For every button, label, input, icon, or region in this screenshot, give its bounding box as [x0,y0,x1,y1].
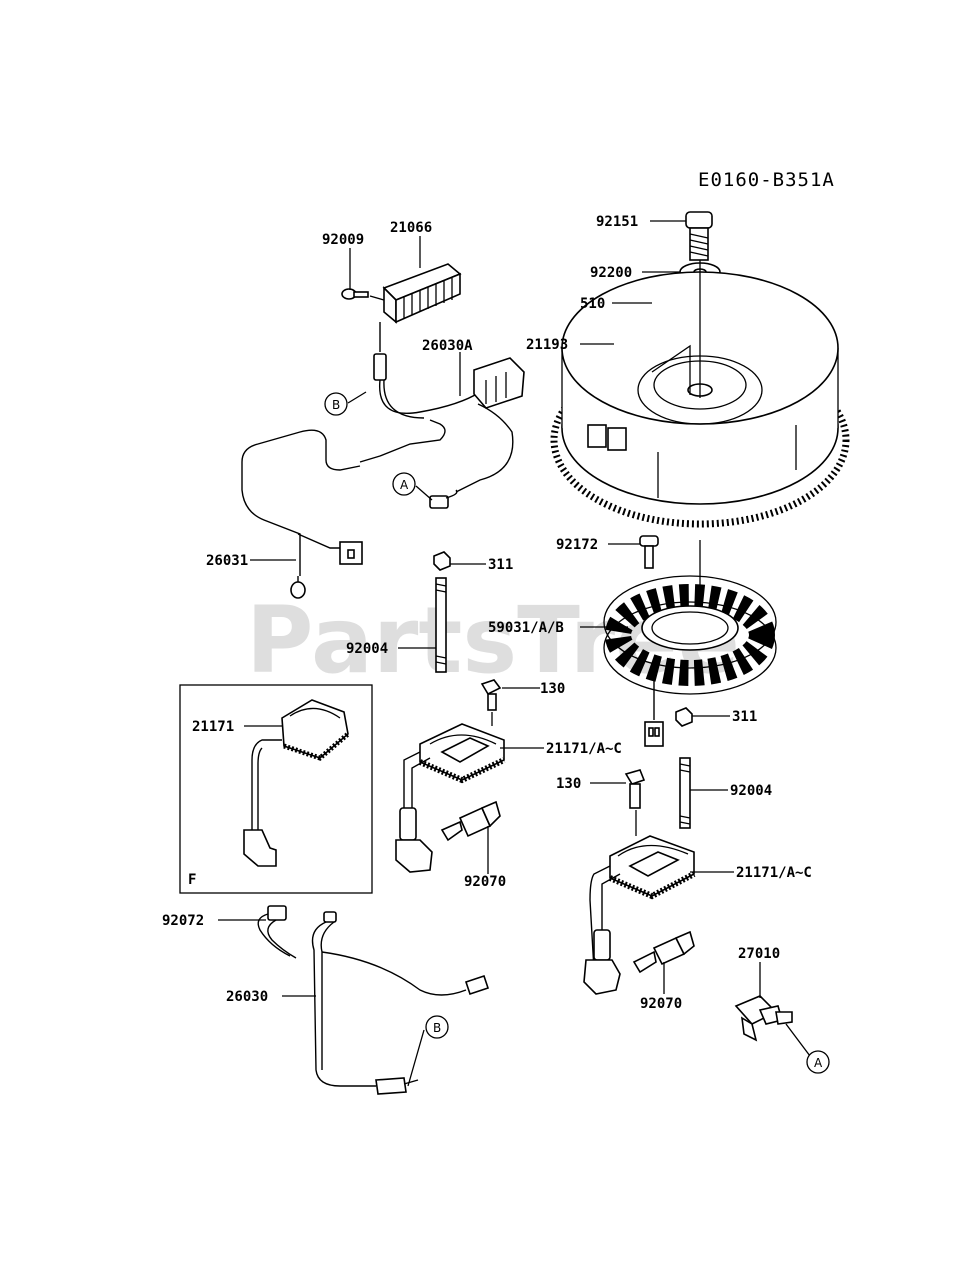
label-21171: 21171 [192,719,234,735]
harness-26031[interactable] [241,429,363,599]
ignition-coil-21171-center[interactable] [395,723,506,873]
label-311-right: 311 [732,709,757,725]
ignition-coil-21171-right[interactable] [583,835,696,995]
stud-92004-left[interactable] [433,551,451,673]
label-26030A: 26030A [422,338,473,354]
callout-B-1: B [324,392,348,416]
label-92200: 92200 [590,265,632,281]
label-311-left: 311 [488,557,513,573]
label-21193: 21193 [526,337,568,353]
box-label-F: F [188,872,196,888]
svg-text:B: B [433,1021,441,1035]
detail-box-F [179,684,373,894]
harness-26030A[interactable] [359,322,525,509]
label-21171-center: 21171/A~C [546,741,622,757]
label-92151: 92151 [596,214,638,230]
label-510: 510 [580,296,605,312]
regulator-21066[interactable] [382,263,462,324]
label-21171-right: 21171/A~C [736,865,812,881]
bolt-130-a[interactable] [480,679,502,711]
label-92172: 92172 [556,537,598,553]
ignition-coil-21171[interactable] [243,699,350,867]
svg-text:A: A [400,478,409,492]
screw-92009[interactable] [341,288,369,300]
label-92004-left: 92004 [346,641,388,657]
callout-A-1: A [392,472,416,496]
label-130-b: 130 [556,776,581,792]
callout-A-2: A [806,1050,830,1074]
bolt-92151[interactable] [685,211,713,261]
label-26031: 26031 [206,553,248,569]
label-26030: 26030 [226,989,268,1005]
label-21066: 21066 [390,220,432,236]
stud-92004-right[interactable] [679,757,691,829]
nut-311-right[interactable] [675,707,693,727]
spark-plug-92070-a[interactable] [440,800,501,842]
label-92070-b: 92070 [640,996,682,1012]
svg-text:A: A [814,1056,823,1070]
stator-59031[interactable] [603,575,777,695]
callout-B-2: B [425,1015,449,1039]
label-92004-right: 92004 [730,783,772,799]
svg-text:B: B [332,398,340,412]
bolt-130-b[interactable] [624,769,646,809]
label-59031: 59031/A/B [488,620,564,636]
label-92072: 92072 [162,913,204,929]
label-92070-a: 92070 [464,874,506,890]
spark-plug-92070-b[interactable] [632,930,695,974]
diagram-code: E0160-B351A [698,169,835,191]
oil-pressure-switch-27010[interactable] [734,995,793,1042]
harness-26030[interactable] [311,911,490,1095]
ground-wire-92072[interactable] [257,905,297,959]
label-130-a: 130 [540,681,565,697]
stator-connector[interactable] [644,672,664,747]
label-92009: 92009 [322,232,364,248]
label-27010: 27010 [738,946,780,962]
screw-92172[interactable] [639,535,659,569]
